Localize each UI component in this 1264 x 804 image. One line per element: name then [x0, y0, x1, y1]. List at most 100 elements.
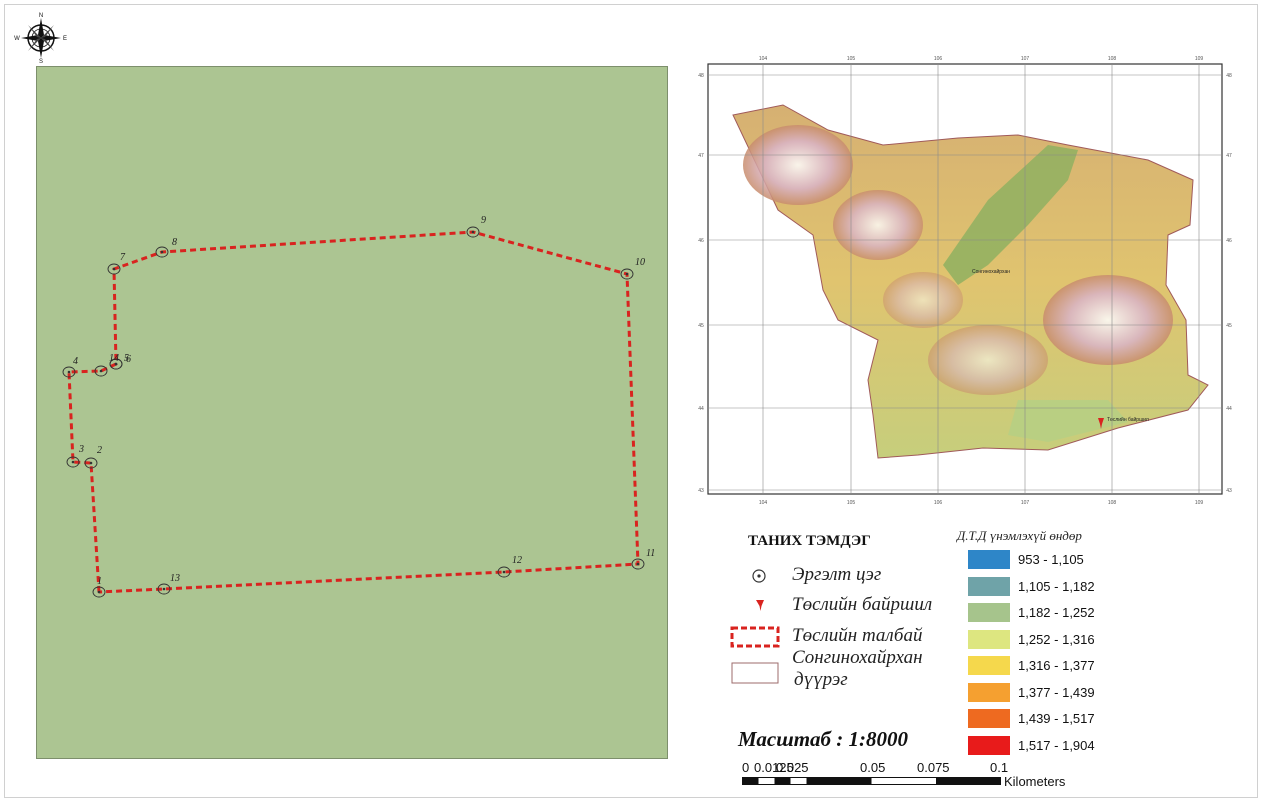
lat-tick-left: 44: [698, 406, 704, 412]
lon-tick-top: 109: [1195, 56, 1204, 62]
turn-point-icon: [752, 569, 766, 583]
dem-class-swatch: [968, 656, 1010, 675]
east-label: E: [63, 36, 67, 42]
dem-class-label: 1,105 - 1,182: [1018, 578, 1095, 594]
turn-point-label-14: 14: [109, 353, 119, 364]
scale-bar-label: 0.075: [917, 760, 950, 775]
mountain-area-e: [1043, 275, 1173, 365]
turn-point-label-8: 8: [172, 237, 177, 248]
north-label: N: [39, 13, 43, 19]
lat-tick-left: 45: [698, 323, 704, 329]
lon-tick-top: 104: [759, 56, 768, 62]
turn-point-label-3: 3: [78, 444, 84, 455]
lat-tick-left: 46: [698, 238, 704, 244]
turn-point-14: 14: [94, 353, 119, 377]
dem-class-label: 1,377 - 1,439: [1018, 684, 1095, 700]
lon-tick-bottom: 105: [847, 500, 856, 506]
lat-tick-right: 44: [1226, 406, 1232, 412]
turn-point-6: 6: [109, 354, 131, 370]
south-label: S: [39, 59, 43, 64]
project-location-icon: [756, 600, 764, 611]
district-area: [732, 104, 1209, 459]
north-arrow: N S W E: [14, 12, 68, 65]
legend-label-district-line2: дүүрэг: [794, 669, 848, 690]
turn-point-label-10: 10: [635, 257, 645, 268]
legend-label-project-area: Төслийн талбай: [792, 625, 923, 646]
turn-point-label-7: 7: [120, 252, 126, 263]
turn-point-8: 8: [155, 237, 177, 258]
lon-tick-bottom: 106: [934, 500, 943, 506]
district-map-label: Сонгинохайрхан: [972, 268, 1010, 275]
project-area-boundary: [67, 230, 640, 594]
turn-point-2: 2: [84, 445, 102, 469]
turn-point-4: 4: [62, 356, 78, 378]
lat-tick-right: 43: [1226, 488, 1232, 494]
dem-class-label: 1,439 - 1,517: [1018, 711, 1095, 726]
scale-bar-graphic: [742, 777, 1001, 785]
scale-unit: Kilometers: [1004, 774, 1066, 789]
legend-label-district-line1: Сонгинохайрхан: [792, 647, 923, 668]
dem-class-swatch: [968, 629, 1010, 649]
turn-point-label-11: 11: [646, 548, 655, 559]
lon-tick-bottom: 109: [1195, 500, 1204, 506]
turn-point-label-5: 5: [124, 353, 129, 364]
legend-label-turn-point: Эргэлт цэг: [792, 564, 882, 585]
turn-point-label-6: 6: [126, 354, 131, 365]
west-label: W: [14, 36, 20, 42]
lat-tick-left: 43: [698, 488, 704, 494]
dem-class-label: 1,316 - 1,377: [1018, 658, 1095, 673]
dem-class-label: 1,182 - 1,252: [1018, 605, 1095, 620]
mountain-area-nw: [743, 125, 853, 205]
legend-item-district-boundary: Сонгинохайрхан дүүрэг: [730, 648, 970, 698]
turn-point-label-12: 12: [512, 555, 522, 566]
mountain-area-c: [883, 272, 963, 328]
lon-tick-top: 107: [1021, 56, 1030, 62]
dem-class-swatch: [968, 603, 1010, 622]
lowland-area: [1008, 400, 1128, 442]
mountain-area-s: [928, 325, 1048, 395]
dem-legend-title: Д.Т.Д үнэмлэхүй өндөр: [957, 528, 1082, 543]
lat-tick-right: 45: [1226, 323, 1232, 329]
lat-tick-right: 47: [1226, 153, 1232, 159]
turn-point-11: 11: [631, 548, 655, 570]
north-arrow-icon: N S W E: [14, 13, 67, 65]
scale-text: Масштаб : 1:8000: [738, 727, 908, 751]
legend-item-turn-point: Эргэлт цэг: [745, 565, 965, 587]
legend-label-project-location: Төслийн байршил: [792, 594, 933, 615]
map-frame: [4, 4, 1258, 798]
dem-class-swatch: [968, 550, 1010, 569]
turn-point-12: 12: [497, 555, 522, 578]
lon-tick-bottom: 104: [759, 500, 768, 506]
project-location-marker: Төслийн байршил: [1098, 416, 1149, 429]
turn-point-3: 3: [66, 444, 84, 468]
turn-point-1: 1: [92, 576, 106, 598]
dem-class-swatch: [968, 576, 1010, 596]
lat-tick-right: 48: [1226, 73, 1232, 79]
lon-tick-top: 106: [934, 56, 943, 62]
dem-class-swatch: [968, 709, 1010, 728]
project-location-map-label: Төслийн байршил: [1107, 416, 1149, 423]
dem-class-swatch: [968, 682, 1010, 702]
legend-item-project-area: Төслийн талбай: [730, 624, 970, 652]
district-boundary-icon: [731, 662, 779, 684]
turn-point-9: 9: [466, 215, 486, 238]
scale-bar-label: 0.025: [776, 760, 809, 775]
legend-title: ТАНИХ ТЭМДЭГ: [748, 533, 871, 549]
lat-tick-right: 46: [1226, 238, 1232, 244]
project-area-icon: [730, 626, 780, 648]
turn-point-label-2: 2: [97, 445, 102, 456]
turn-point-label-4: 4: [73, 356, 78, 367]
mountain-area-w: [833, 190, 923, 260]
scale-bar-label: 0.1: [990, 760, 1009, 775]
lon-tick-bottom: 108: [1108, 500, 1117, 506]
turn-point-7: 7: [107, 252, 126, 275]
dem-class-label: 1,517 - 1,904: [1018, 737, 1095, 753]
scale-bar-label: 0.05: [860, 760, 886, 775]
river-valley: [943, 145, 1078, 285]
